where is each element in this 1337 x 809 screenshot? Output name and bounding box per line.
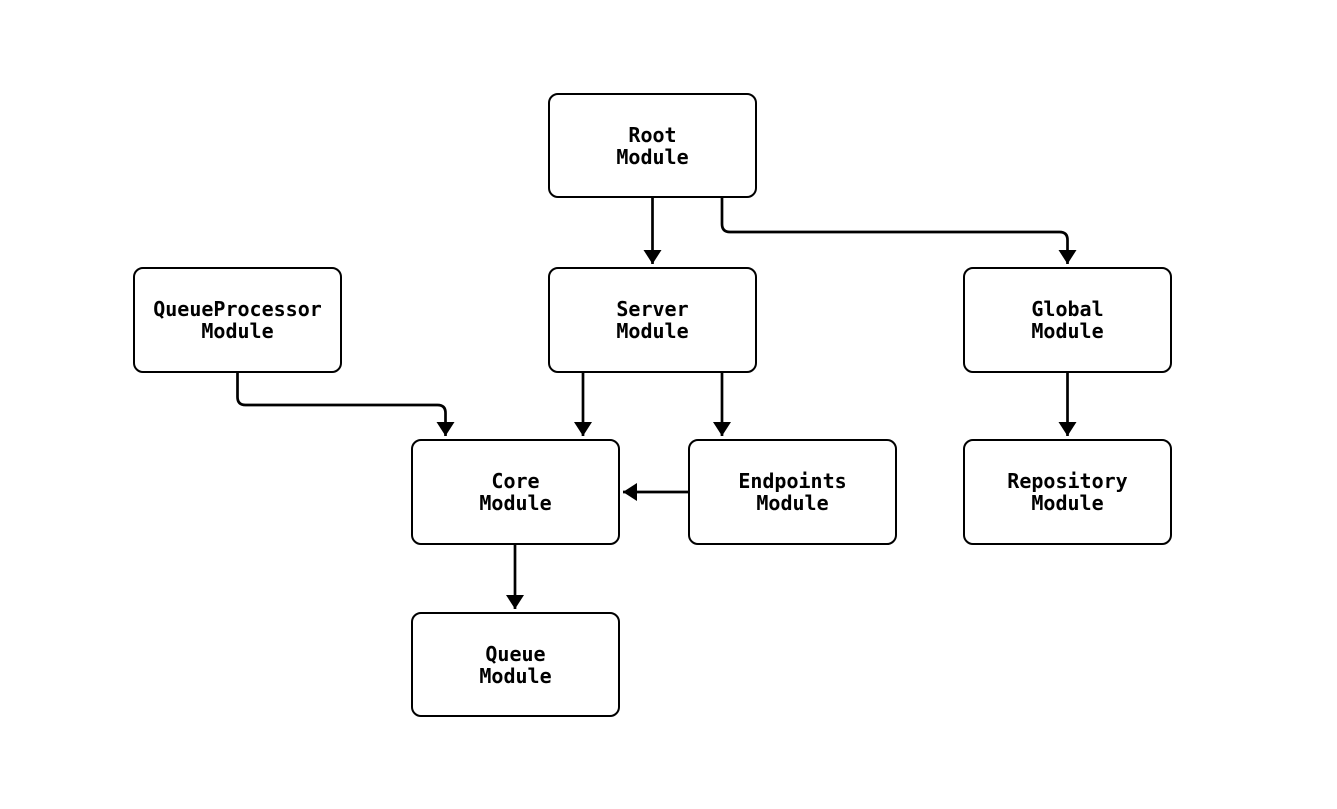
node-server-module: Server Module	[548, 267, 757, 373]
node-root-module-label: Root Module	[616, 122, 689, 169]
node-queueprocessor-module-label: QueueProcessor Module	[153, 297, 322, 343]
node-core-module-label: Core Module	[479, 469, 552, 515]
edge-root-to-global	[720, 198, 1077, 264]
node-global-module: Global Module	[963, 267, 1172, 373]
node-queueprocessor-module: QueueProcessor Module	[133, 267, 342, 373]
node-core-module: Core Module	[411, 439, 620, 545]
node-queue-module-label: Queue Module	[479, 641, 552, 688]
node-server-module-label: Server Module	[616, 297, 689, 343]
node-global-module-label: Global Module	[1031, 297, 1104, 343]
node-repository-module: Repository Module	[963, 439, 1172, 545]
node-endpoints-module: Endpoints Module	[688, 439, 897, 545]
node-queue-module: Queue Module	[411, 612, 620, 717]
node-root-module: Root Module	[548, 93, 757, 198]
edge-queueprocessor-to-core	[236, 373, 455, 436]
node-repository-module-label: Repository Module	[1007, 469, 1128, 515]
node-endpoints-module-label: Endpoints Module	[738, 469, 847, 515]
